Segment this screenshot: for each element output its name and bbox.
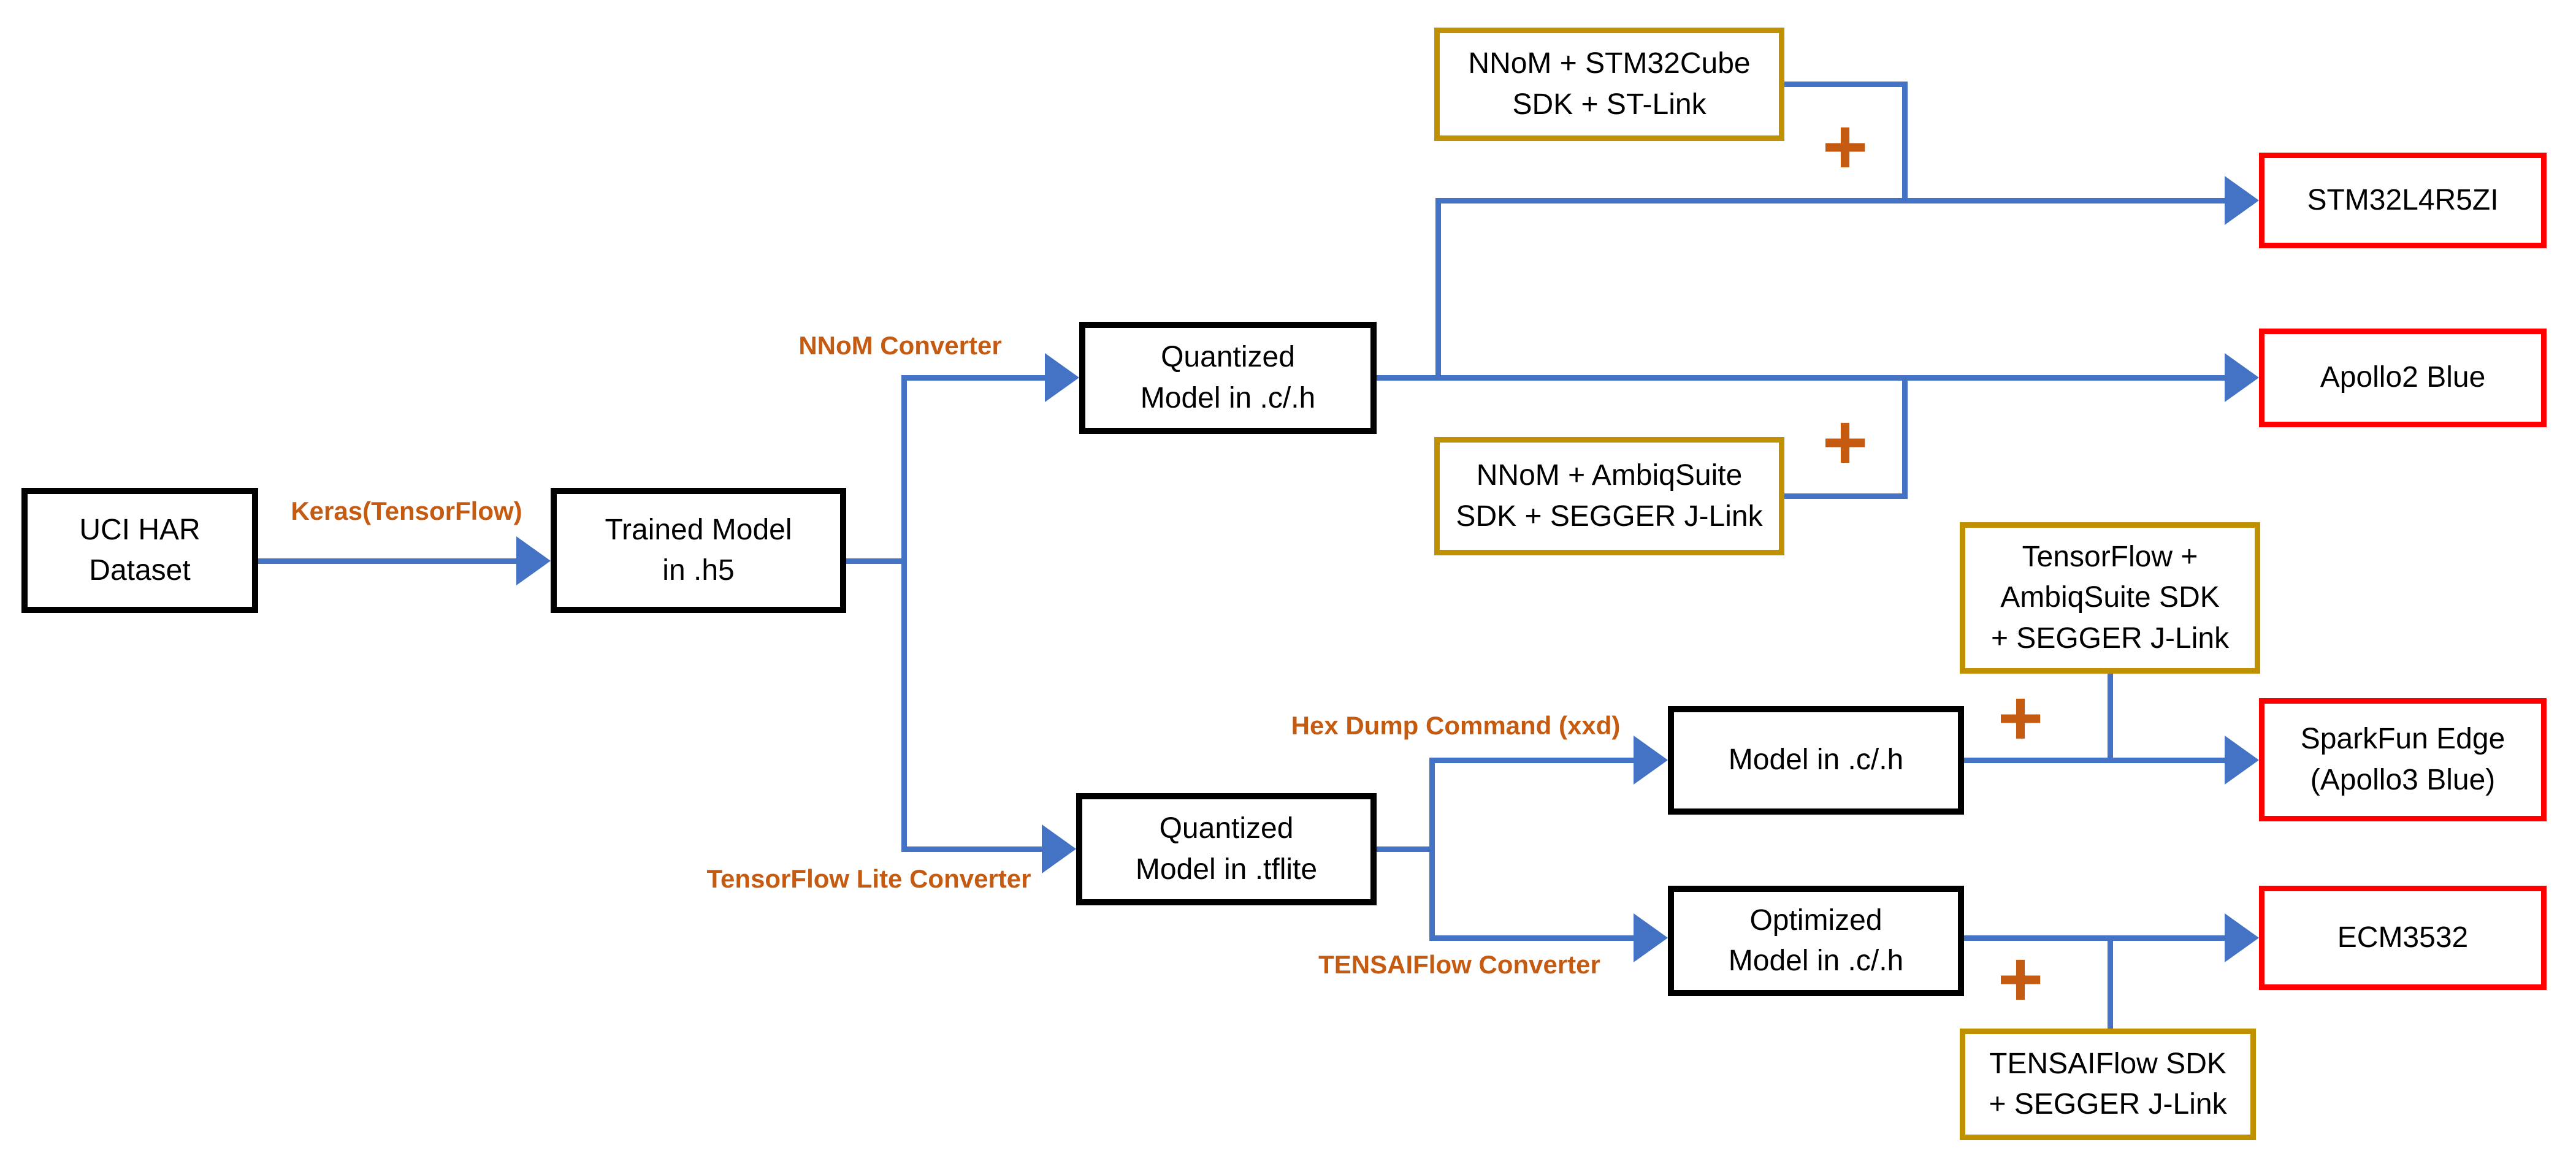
arrowhead-into-trained-model: [516, 536, 551, 585]
node-text: UCI HAR: [79, 513, 201, 546]
arrowhead-into-quantized-tflite: [1042, 824, 1076, 873]
node-text: ECM3532: [2337, 921, 2469, 954]
node-sparkfun-edge: SparkFun Edge (Apollo3 Blue): [2259, 698, 2547, 821]
edge-label-nnom-converter: NNoM Converter: [747, 331, 1053, 360]
node-text: SDK + SEGGER J-Link: [1456, 500, 1763, 533]
node-text: SDK + ST-Link: [1512, 88, 1707, 121]
node-model-c: Model in .c/.h: [1668, 706, 1964, 815]
edge-label-text: Hex Dump Command (xxd): [1291, 711, 1621, 740]
edge-label-text: TensorFlow Lite Converter: [706, 864, 1031, 893]
edge-label-hex-dump-command: Hex Dump Command (xxd): [1241, 711, 1670, 740]
node-quantized-model-c: Quantized Model in .c/.h: [1079, 322, 1377, 434]
node-tensorflow-ambiqsuite-sdk: TensorFlow + AmbiqSuite SDK + SEGGER J-L…: [1960, 522, 2260, 674]
node-ecm3532: ECM3532: [2259, 886, 2547, 990]
arrowhead-into-sparkfun: [2225, 736, 2259, 785]
edge-label-keras: Keras(TensorFlow): [223, 496, 590, 526]
node-text: Model in .tflite: [1135, 853, 1318, 886]
arrowhead-into-apollo2: [2225, 353, 2259, 402]
node-text: Quantized: [1161, 341, 1295, 374]
node-text: Model in .c/.h: [1728, 945, 1904, 977]
connector-model-c-to-sparkfun: [1964, 758, 2225, 763]
connector-uci-to-trained: [258, 558, 523, 564]
node-text: in .h5: [662, 554, 735, 587]
plus-symbol: +: [1822, 103, 1868, 191]
arrowhead-into-quantized-c: [1045, 353, 1079, 402]
node-text: NNoM + STM32Cube: [1468, 47, 1751, 80]
node-text: Dataset: [89, 554, 191, 587]
node-text: Quantized: [1159, 812, 1294, 845]
node-text: AmbiqSuite SDK: [2000, 581, 2220, 614]
connector-to-optimized-model: [1429, 935, 1635, 941]
arrowhead-into-model-c: [1634, 736, 1668, 785]
node-text: Model in .c/.h: [1728, 744, 1904, 777]
connector-to-quantized-c: [901, 375, 1049, 381]
node-text: Model in .c/.h: [1140, 381, 1316, 414]
connector-trained-stub: [846, 558, 907, 564]
edge-label-tensorflow-lite-converter: TensorFlow Lite Converter: [654, 864, 1084, 894]
node-apollo2-blue: Apollo2 Blue: [2259, 329, 2547, 427]
node-stm32l4r5zi: STM32L4R5ZI: [2259, 153, 2547, 248]
connector-to-stm32: [1435, 198, 2225, 204]
arrowhead-into-ecm: [2225, 913, 2259, 962]
arrowhead-into-stm32: [2225, 176, 2259, 225]
connector-tensaiflow-sdk-vertical: [2108, 935, 2113, 1029]
edge-label-text: NNoM Converter: [798, 331, 1002, 360]
node-nnom-stm32cube-sdk: NNoM + STM32Cube SDK + ST-Link: [1434, 28, 1784, 141]
connector-tflite-branch-vertical: [1429, 758, 1435, 940]
connector-nnom-ambiqsuite-vertical: [1902, 375, 1908, 498]
node-text: NNoM + AmbiqSuite: [1476, 459, 1743, 492]
node-tensaiflow-sdk: TENSAIFlow SDK + SEGGER J-Link: [1960, 1029, 2256, 1140]
plus-icon: +: [1811, 108, 1879, 186]
plus-symbol: +: [1997, 674, 2044, 762]
node-uci-har-dataset: UCI HAR Dataset: [21, 488, 258, 613]
plus-icon: +: [1811, 403, 1879, 482]
edge-label-text: TENSAIFlow Converter: [1318, 950, 1600, 979]
node-quantized-model-tflite: Quantized Model in .tflite: [1076, 793, 1377, 905]
node-text: (Apollo3 Blue): [2310, 763, 2496, 796]
connector-optimized-to-ecm: [1964, 935, 2225, 941]
connector-to-model-c: [1429, 758, 1635, 763]
node-text: + SEGGER J-Link: [1990, 622, 2230, 655]
node-text: Optimized: [1749, 903, 1882, 937]
plus-symbol: +: [1822, 398, 1868, 486]
connector-tflite-stub: [1377, 846, 1435, 852]
connector-to-quantized-tflite: [901, 846, 1045, 852]
node-optimized-model-c: Optimized Model in .c/.h: [1668, 886, 1964, 996]
node-text: Apollo2 Blue: [2320, 361, 2486, 394]
connector-tf-ambiqsuite-vertical: [2108, 671, 2113, 763]
connector-nnom-stm32cube-vertical: [1902, 82, 1908, 203]
node-text: STM32L4R5ZI: [2307, 183, 2499, 216]
node-text: TENSAIFlow SDK: [1989, 1047, 2226, 1080]
plus-symbol: +: [1997, 935, 2044, 1023]
node-text: Trained Model: [605, 513, 792, 546]
node-trained-model: Trained Model in .h5: [551, 488, 846, 613]
node-text: SparkFun Edge: [2300, 723, 2505, 756]
edge-label-tensaiflow-converter: TENSAIFlow Converter: [1263, 950, 1656, 980]
connector-nnom-ambiqsuite-stub: [1784, 493, 1908, 499]
node-text: TensorFlow +: [2022, 541, 2198, 574]
connector-nnom-stm32cube-stub: [1784, 82, 1908, 87]
connector-branch-up-vertical: [1435, 198, 1441, 380]
node-nnom-ambiqsuite-sdk: NNoM + AmbiqSuite SDK + SEGGER J-Link: [1434, 437, 1784, 555]
node-text: + SEGGER J-Link: [1989, 1088, 2227, 1120]
plus-icon: +: [1987, 940, 2054, 1019]
connector-quantized-c-to-apollo2: [1377, 375, 2229, 381]
edge-label-text: Keras(TensorFlow): [291, 496, 522, 525]
arrowhead-into-optimized-model: [1634, 913, 1668, 962]
connector-trained-branch-vertical: [901, 375, 907, 851]
plus-icon: +: [1987, 679, 2054, 758]
